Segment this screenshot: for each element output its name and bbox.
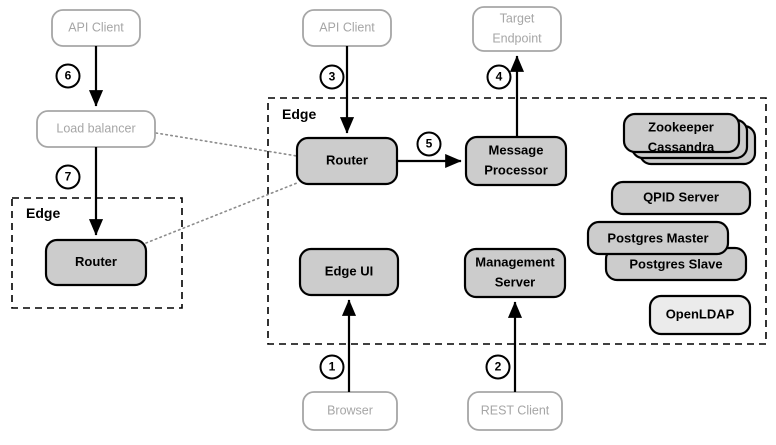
node-router-center[interactable]: Router	[295, 136, 399, 186]
step-number: 6	[65, 69, 72, 83]
node-label: Router	[75, 254, 117, 269]
step-circle	[319, 354, 345, 380]
node-label: Endpoint	[492, 31, 542, 45]
step-marker-5: 5	[416, 131, 442, 157]
dotted-link-lb-to-router-center	[155, 132, 298, 157]
arrows-layer	[88, 46, 525, 392]
step-number: 3	[329, 70, 336, 84]
node-openldap[interactable]: OpenLDAP	[648, 294, 752, 336]
node-label: Browser	[327, 403, 373, 417]
stack-label: Cassandra	[648, 139, 715, 154]
step-circle	[55, 164, 81, 190]
node-label: Target	[500, 11, 535, 25]
stack-layer-label: Postgres Master	[607, 230, 708, 245]
node-label: Server	[495, 274, 535, 289]
node-shape[interactable]	[463, 247, 567, 299]
node-browser[interactable]: Browser	[302, 391, 398, 431]
step-marker-3: 3	[319, 64, 345, 90]
step-circle	[485, 354, 511, 380]
step-circle	[486, 64, 512, 90]
step-number: 1	[329, 360, 336, 374]
stack-layer[interactable]	[586, 220, 730, 256]
node-rest-client[interactable]: REST Client	[467, 391, 563, 431]
step-markers-layer: 6 7 3 5 4 1 2	[55, 63, 512, 380]
node-label: OpenLDAP	[666, 306, 735, 321]
node-label: Management	[475, 254, 555, 269]
node-shape[interactable]	[472, 6, 562, 52]
stack-postgres-cluster[interactable]: Postgres Slave Postgres Master	[586, 220, 748, 282]
zone-label: Edge	[282, 106, 316, 122]
node-shape[interactable]	[298, 247, 400, 297]
node-label: Load balancer	[56, 121, 135, 135]
node-api-client-center[interactable]: API Client	[302, 9, 392, 47]
node-shape[interactable]	[44, 238, 148, 287]
stack-label: Zookeeper	[648, 119, 714, 134]
step-number: 4	[496, 70, 503, 84]
step-circle	[416, 131, 442, 157]
zone-edge-main: Edge	[267, 97, 767, 345]
node-label: Edge UI	[325, 263, 373, 278]
node-label: Processor	[484, 162, 548, 177]
step-number: 7	[65, 170, 72, 184]
node-api-client-left[interactable]: API Client	[51, 9, 141, 47]
dotted-link-router-left-to-router-center	[145, 182, 298, 244]
stack-layer-label: Postgres Slave	[629, 256, 722, 271]
node-label: API Client	[319, 20, 375, 34]
step-circle	[55, 63, 81, 89]
step-marker-7: 7	[55, 164, 81, 190]
node-qpid-server[interactable]: QPID Server	[610, 180, 752, 216]
step-marker-1: 1	[319, 354, 345, 380]
dotted-links-layer	[145, 132, 298, 244]
node-label: Router	[326, 152, 368, 167]
zone-label: Edge	[26, 205, 60, 221]
node-label: Message	[489, 142, 544, 157]
node-shape[interactable]	[648, 294, 752, 336]
step-number: 5	[426, 137, 433, 151]
node-router-left[interactable]: Router	[44, 238, 148, 287]
node-load-balancer[interactable]: Load balancer	[36, 110, 156, 148]
node-label: QPID Server	[643, 189, 719, 204]
step-marker-2: 2	[485, 354, 511, 380]
step-marker-4: 4	[486, 64, 512, 90]
node-shape[interactable]	[610, 180, 752, 216]
stack-layer[interactable]	[622, 112, 741, 154]
step-marker-6: 6	[55, 63, 81, 89]
node-label: REST Client	[481, 403, 550, 417]
node-edge-ui[interactable]: Edge UI	[298, 247, 400, 297]
node-label: API Client	[68, 20, 124, 34]
step-circle	[319, 64, 345, 90]
step-number: 2	[495, 360, 502, 374]
